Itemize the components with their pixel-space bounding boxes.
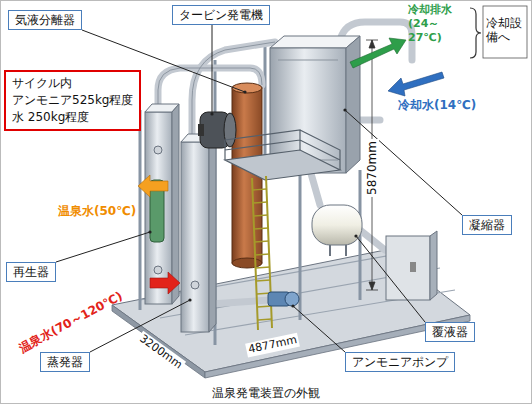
- leader-dot: [148, 230, 151, 233]
- destination-label: 冷却設備へ: [486, 16, 524, 44]
- cycle-note-box: サイクル内アンモニア525kg程度水 250kg程度: [4, 70, 141, 131]
- flow-label: 温泉水(70～120℃): [16, 289, 124, 355]
- regenerator: [145, 104, 179, 304]
- part-name: 気液分離器: [15, 12, 75, 28]
- leader-line: [293, 306, 345, 352]
- cooling-drain-arrow: [350, 38, 406, 68]
- callout-box: タービン発電機: [172, 5, 270, 25]
- support-columns-part: [140, 45, 360, 345]
- callout-box: 覆液器: [425, 322, 475, 342]
- turbine-generator-part: [224, 113, 236, 147]
- control-panel-part: [430, 231, 437, 300]
- support-columns: [140, 45, 360, 345]
- leader-line: [212, 25, 213, 114]
- dimension-label: 5870mm: [365, 139, 379, 197]
- hot-water-out-arrow-part: [138, 175, 168, 197]
- note-heading: サイクル内: [12, 75, 133, 92]
- leader-dot: [188, 298, 191, 301]
- turbine-generator: [198, 112, 236, 148]
- flow-label: 冷却排水 (24～27℃): [408, 3, 472, 45]
- control-panel: [386, 231, 437, 300]
- pipework-part: [360, 230, 385, 250]
- evaporator-part: [181, 142, 209, 332]
- leader-line: [356, 236, 425, 322]
- ladder-rung: [255, 254, 269, 255]
- cooling-drain-arrow-part: [350, 38, 406, 68]
- callout-box: アンモニアポンプ: [345, 352, 455, 372]
- ladder-rung: [256, 280, 270, 281]
- ladder-rung: [254, 215, 268, 216]
- receiver-tank-part: [312, 205, 362, 245]
- cooling-water-arrow-part: [388, 72, 444, 96]
- callout-box: 気液分離器: [8, 10, 82, 30]
- callout-box: 蒸発器: [40, 352, 90, 372]
- ladder-rung: [256, 267, 270, 268]
- ammonia-pump-part: [285, 292, 299, 306]
- platform: [225, 130, 340, 180]
- callout-box: 再生器: [6, 262, 56, 282]
- hot-water-in-arrow-part: [150, 272, 180, 294]
- ladder-part: [252, 176, 272, 330]
- evaporator-part: [191, 281, 199, 289]
- dimension-5870-part: [369, 40, 375, 48]
- cooling-bracket-part: [483, 6, 527, 58]
- regenerator-part: [154, 146, 162, 154]
- receiver-tank-part: [330, 245, 346, 256]
- flow-label: 温泉水(50℃): [58, 204, 136, 218]
- ammonia-pump: [268, 292, 299, 306]
- hot-water-out-arrow: [138, 175, 168, 197]
- part-name: 凝縮器: [469, 217, 505, 233]
- figure-caption: 温泉発電装置の外観: [212, 386, 320, 400]
- cooling-bracket-part: [470, 8, 481, 58]
- ladder-rung: [254, 228, 268, 229]
- leader-dot: [354, 234, 357, 237]
- hot-water-in-arrow: [150, 272, 180, 294]
- condenser-part: [270, 36, 360, 48]
- ladder-rung: [258, 319, 272, 320]
- evaporator-part: [209, 134, 216, 332]
- pipework-part: [310, 170, 320, 205]
- flow-label: 冷却水(14℃): [398, 98, 476, 112]
- part-name: アンモニア525kg程度: [12, 92, 133, 109]
- part-name: 蒸発器: [47, 354, 83, 370]
- gas-liquid-separator-part: [232, 83, 262, 93]
- cooling-bracket: [470, 6, 527, 58]
- ladder-rung: [255, 241, 269, 242]
- ladder-rung: [253, 202, 267, 203]
- platform-part: [225, 130, 340, 170]
- ladder-rung: [253, 189, 267, 190]
- cooling-water-arrow: [388, 72, 444, 96]
- part-name: 覆液器: [432, 324, 468, 340]
- dimension-5870-part: [369, 282, 375, 290]
- part-name: 水 250kg程度: [12, 109, 133, 126]
- regenerator-part: [172, 104, 179, 304]
- leader-dot: [243, 90, 246, 93]
- receiver-tank: [312, 205, 362, 256]
- leader-line: [345, 110, 462, 215]
- leader-dot: [343, 108, 346, 111]
- callout-box: 凝縮器: [462, 215, 512, 235]
- ladder: [252, 176, 272, 330]
- leader-dot: [291, 304, 294, 307]
- condenser-part: [346, 36, 360, 173]
- platform-part: [225, 150, 340, 180]
- control-panel-part: [386, 236, 430, 300]
- part-name: 再生器: [13, 264, 49, 280]
- gas-liquid-separator-part: [232, 258, 262, 268]
- leader-line: [56, 232, 150, 262]
- part-name: タービン発電機: [179, 7, 263, 23]
- leader-dot: [210, 112, 213, 115]
- control-panel-part: [410, 262, 416, 272]
- turbine-generator-part: [198, 124, 204, 136]
- part-name: アンモニアポンプ: [352, 354, 448, 370]
- regenerator-part: [154, 266, 162, 274]
